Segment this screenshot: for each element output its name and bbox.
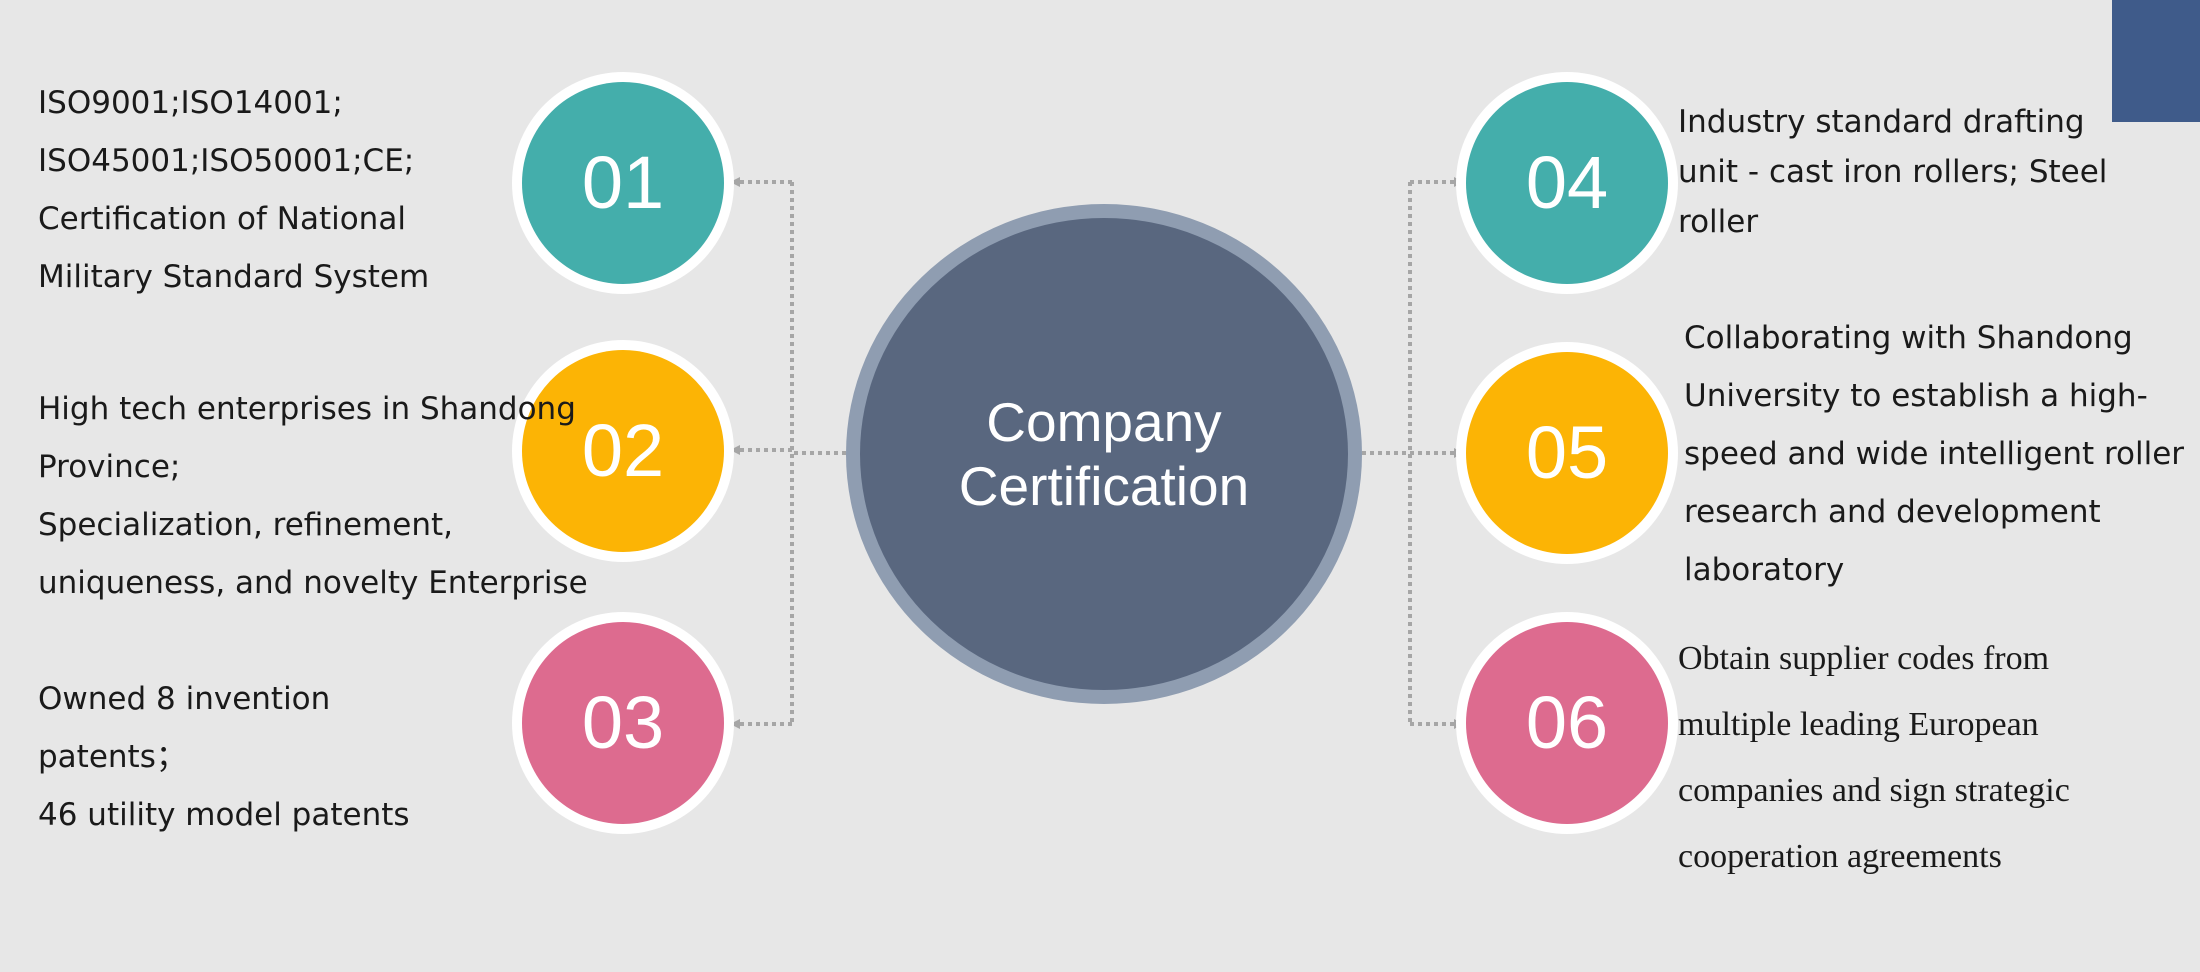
description-01: ISO9001;ISO14001; ISO45001;ISO50001;CE; …: [38, 85, 430, 295]
badge-06-fill: 06: [1466, 622, 1668, 824]
badge-04-fill: 04: [1466, 82, 1668, 284]
description-06: Obtain supplier codes from multiple lead…: [1678, 640, 2070, 875]
badge-06: 06: [1456, 612, 1678, 834]
badge-01-fill: 01: [522, 82, 724, 284]
badge-02-fill: 02: [522, 350, 724, 552]
badge-03: 03: [512, 612, 734, 834]
description-03: Owned 8 invention patents； 46 utility mo…: [38, 681, 410, 833]
badge-01-number: 01: [581, 141, 665, 224]
badge-02: 02: [512, 340, 734, 562]
badge-04: 04: [1456, 72, 1678, 294]
badge-05: 05: [1456, 342, 1678, 564]
corner-accent-block: [2112, 0, 2200, 122]
center-circle: Company Certification: [846, 204, 1362, 704]
badge-05-fill: 05: [1466, 352, 1668, 554]
badge-03-fill: 03: [522, 622, 724, 824]
badge-06-number: 06: [1525, 681, 1609, 764]
description-05: Collaborating with Shandong University t…: [1684, 320, 2185, 588]
badge-03-number: 03: [581, 681, 665, 764]
badge-01: 01: [512, 72, 734, 294]
center-circle-fill: Company Certification: [860, 218, 1348, 690]
description-02: High tech enterprises in Shandong Provin…: [38, 391, 588, 601]
badge-05-number: 05: [1525, 411, 1609, 494]
description-04: Industry standard drafting unit - cast i…: [1678, 104, 2108, 240]
center-title: Company Certification: [958, 391, 1250, 517]
badge-02-number: 02: [581, 409, 665, 492]
badge-04-number: 04: [1525, 141, 1609, 224]
